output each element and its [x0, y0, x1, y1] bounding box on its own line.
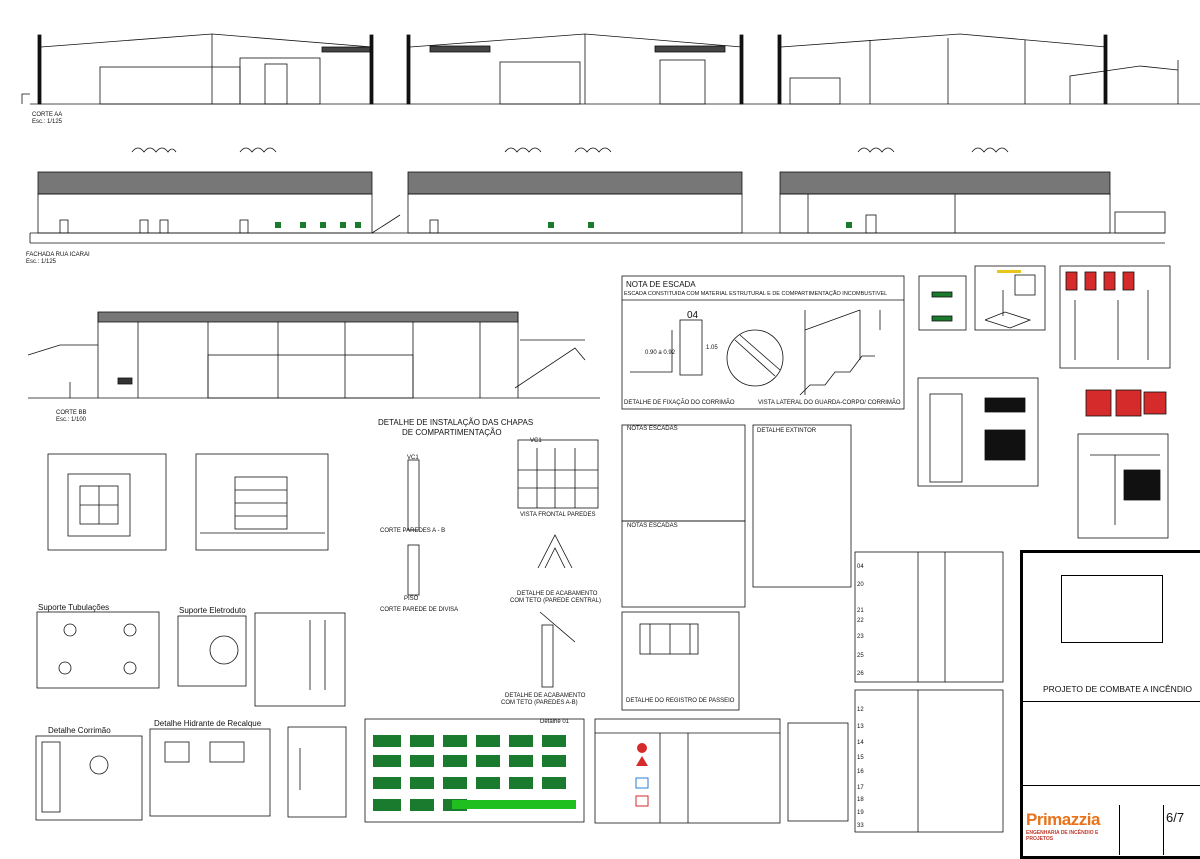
legend-number: 26	[857, 671, 864, 677]
detalhe-extintor-title: DETALHE EXTINTOR	[757, 428, 817, 434]
legend-number: 18	[857, 797, 864, 803]
title-block-stamp	[1061, 575, 1163, 643]
nota-escada-caption-left: DETALHE DE FIXAÇÃO DO CORRIMÃO	[624, 400, 735, 406]
nota-escada-caption-right: VISTA LATERAL DO GUARDA-CORPO/ CORRIMÃO	[758, 400, 901, 406]
compartimentacao-title-2: DE COMPARTIMENTAÇÃO	[402, 428, 502, 437]
nota-escada-subtitle: ESCADA CONSTITUIDA COM MATERIAL ESTRUTUR…	[624, 291, 888, 297]
corte-aa-drawing	[21, 33, 1200, 105]
company-tagline: ENGENHARIA DE INCÊNDIO E PROJETOS	[1026, 830, 1099, 842]
project-title: PROJETO DE COMBATE A INCÊNDIO	[1043, 684, 1192, 694]
notas-escadas-title-2: NOTAS ESCADAS	[627, 523, 678, 529]
company-name: Primazzia	[1026, 810, 1100, 829]
legend-number: 19	[857, 810, 864, 816]
legend-number: 33	[857, 823, 864, 829]
legend-number: 23	[857, 634, 864, 640]
vista-frontal-paredes: VISTA FRONTAL PAREDES	[520, 512, 596, 518]
acab-central-2: COM TETO (PAREDE CENTRAL)	[510, 598, 602, 604]
nota-escada-dim-105: 1.05	[706, 345, 718, 351]
legend-number: 21	[857, 608, 864, 614]
notas-escadas-title-1: NOTAS ESCADAS	[627, 426, 678, 432]
corte-bb-drawing	[27, 311, 600, 399]
legend-number: 16	[857, 769, 864, 775]
tag-vc1-b: VC1	[530, 438, 542, 444]
detalhe-01-title: Detalhe 01	[540, 719, 570, 725]
sheet-number: 6/7	[1166, 810, 1185, 825]
compartimentacao-title-1: DETALHE DE INSTALAÇÃO DAS CHAPAS	[378, 418, 534, 427]
detalhe-hidrante-title: Detalhe Hidrante de Recalque	[154, 719, 262, 728]
legend-number: 20	[857, 582, 864, 588]
legend-number: 14	[857, 740, 864, 746]
registro-passeio-caption: DETALHE DO REGISTRO DE PASSEIO	[626, 698, 735, 704]
detalhe-corrimao-title: Detalhe Corrimão	[48, 726, 111, 735]
acab-central-1: DETALHE DE ACABAMENTO	[517, 591, 598, 597]
legend-number: 13	[857, 724, 864, 730]
legend-number: 12	[857, 707, 864, 713]
legend-number: 22	[857, 618, 864, 624]
legend-number: 15	[857, 755, 864, 761]
corte-parede-divisa: CORTE PAREDE DE DIVISA	[380, 607, 459, 613]
company-logo: Primazzia ENGENHARIA DE INCÊNDIO E PROJE…	[1026, 810, 1116, 850]
tag-piso: PISO	[404, 596, 419, 602]
nota-escada-dim-04: 04	[687, 310, 699, 321]
corte-aa-scale: Esc.: 1/125	[32, 119, 63, 125]
fachada-title: FACHADA RUA ICARAI	[26, 252, 90, 258]
corte-bb-scale: Esc.: 1/100	[56, 417, 87, 423]
suporte-tubulacoes-title: Suporte Tubulações	[38, 603, 110, 612]
compartimentacao-drawing	[407, 439, 599, 688]
tag-vc1-a: VC1	[407, 455, 419, 461]
legend-number: 17	[857, 785, 864, 791]
fachada-signs	[275, 222, 852, 228]
green-strip	[452, 800, 576, 809]
nota-escada-dim-090: 0.90 a 0.92	[645, 350, 676, 356]
legend-number: 25	[857, 653, 864, 659]
corte-aa-title: CORTE AA	[32, 112, 63, 118]
corte-paredes-ab: CORTE PAREDES A - B	[380, 528, 446, 534]
corte-bb-title: CORTE BB	[56, 410, 87, 416]
detalhe-01-signs	[373, 735, 566, 811]
acab-ab-1: DETALHE DE ACABAMENTO	[505, 693, 586, 699]
trees-row	[131, 147, 1009, 153]
fachada-drawing	[29, 171, 1166, 244]
nota-escada-drawing	[630, 309, 881, 396]
acab-ab-2: COM TETO (PAREDES A-B)	[501, 700, 578, 706]
legend-number: 04	[857, 564, 864, 570]
fachada-scale: Esc.: 1/125	[26, 259, 57, 265]
suporte-eletroduto-title: Suporte Eletroduto	[179, 606, 246, 615]
safety-table-icons	[635, 743, 649, 807]
nota-escada-title: NOTA DE ESCADA	[626, 280, 696, 289]
